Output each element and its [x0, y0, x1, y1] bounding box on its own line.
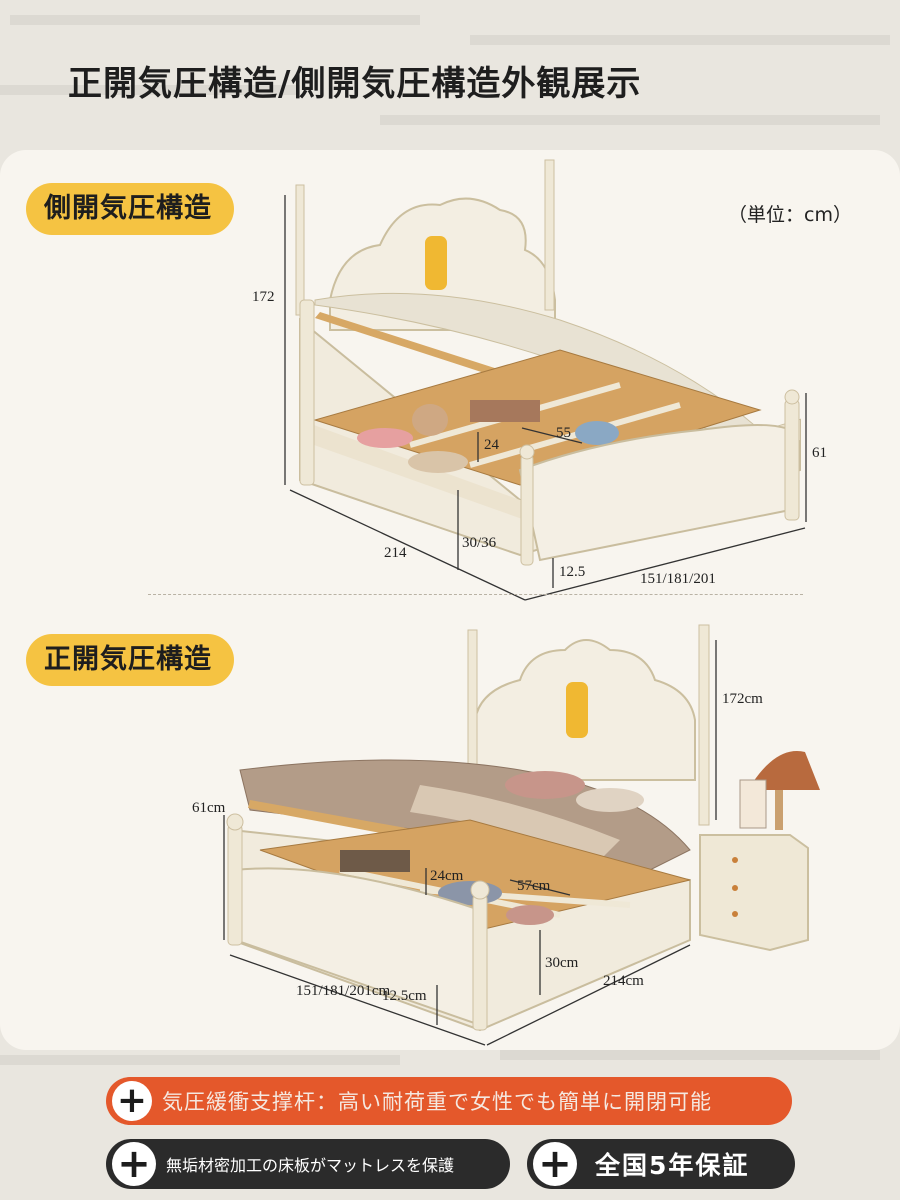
front-width-label: 151/181/201cm: [296, 983, 390, 999]
nightstand: [699, 834, 809, 952]
front-headboard-cushion: [566, 682, 588, 738]
side-height-label: 172: [252, 289, 275, 305]
plus-icon: +: [112, 1142, 156, 1186]
feature-warranty-text: 全国5年保証: [595, 1151, 750, 1180]
side-open-tag: 側開気圧構造: [26, 183, 234, 235]
headboard-cushion: [425, 236, 447, 290]
side-compartment-b-label: 55: [556, 425, 571, 441]
section-divider: [148, 594, 803, 595]
front-depth-label: 30cm: [545, 955, 579, 971]
feature-board-pill: + 無垢材密加工の床板がマットレスを保護: [106, 1139, 510, 1189]
feature-warranty-pill: + 全国5年保証: [527, 1139, 795, 1189]
front-compartment-a-label: 24cm: [430, 868, 464, 884]
front-compartment-b-label: 57cm: [517, 878, 551, 894]
front-open-bed-image: [226, 624, 820, 1032]
side-clearance-label: 12.5: [559, 564, 585, 580]
feature-highlight-pill: + 気圧緩衝支撑杆：高い耐荷重で女性でも簡単に開閉可能: [106, 1077, 792, 1125]
page-title: 正開気圧構造/側開気圧構造外観展示: [68, 64, 642, 104]
side-rail-height-label: 61: [812, 445, 827, 461]
front-open-tag: 正開気圧構造: [26, 634, 234, 686]
feature-highlight-text: 気圧緩衝支撑杆：高い耐荷重で女性でも簡単に開閉可能: [162, 1090, 712, 1114]
front-length-label: 214cm: [603, 973, 644, 989]
side-width-label: 151/181/201: [640, 571, 716, 587]
side-compartment-a-label: 24: [484, 437, 500, 453]
plus-icon: +: [533, 1142, 577, 1186]
side-open-bed-image: [295, 159, 801, 566]
front-rail-height-label: 61cm: [192, 800, 226, 816]
front-clearance-label: 12.5cm: [382, 988, 427, 1004]
feature-board-text: 無垢材密加工の床板がマットレスを保護: [166, 1156, 455, 1175]
side-length-label: 214: [384, 545, 407, 561]
front-height-label: 172cm: [722, 691, 763, 707]
unit-note: （単位：cm）: [728, 204, 852, 226]
plus-icon: +: [112, 1081, 152, 1121]
side-depth-label: 30/36: [462, 535, 497, 551]
